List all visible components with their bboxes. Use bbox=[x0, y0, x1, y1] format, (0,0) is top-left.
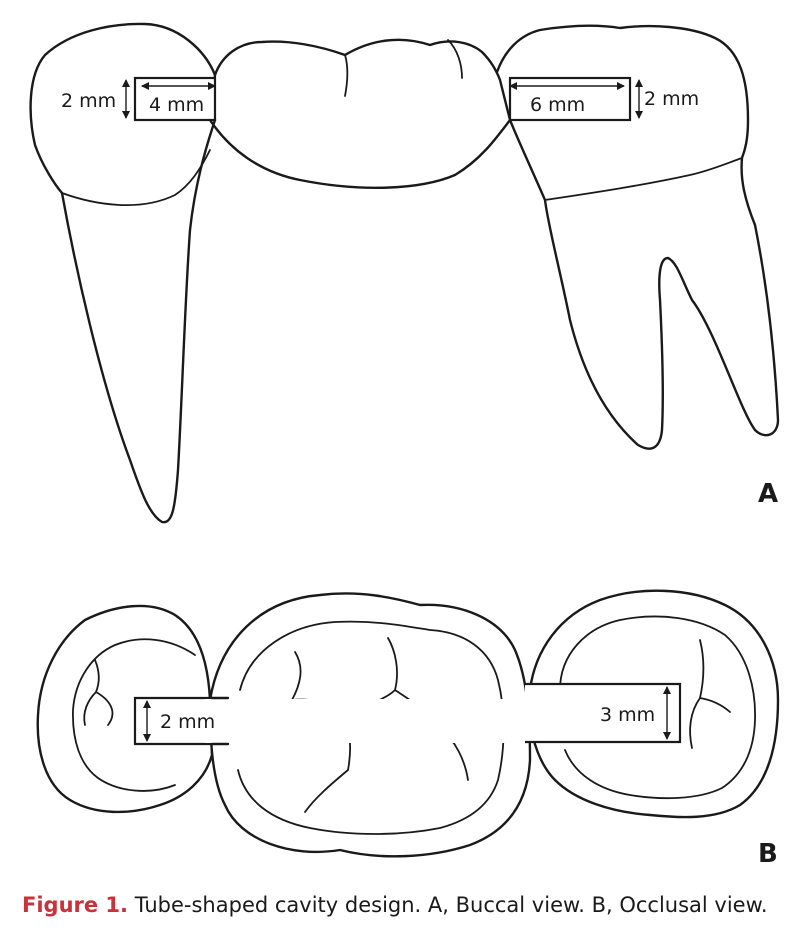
tube-cavity-right-box bbox=[525, 682, 682, 744]
left-tooth-occlusal-outline bbox=[36, 604, 214, 814]
figure-caption: Figure 1. Tube-shaped cavity design. A, … bbox=[22, 893, 768, 917]
tube-cavity-middle bbox=[205, 699, 535, 743]
middle-molar-cusp-groove-2 bbox=[447, 39, 463, 79]
left-tooth-fissure bbox=[83, 659, 114, 726]
left-tooth-occlusal-inner bbox=[72, 638, 196, 792]
b-right-height-label: 3 mm bbox=[600, 704, 655, 726]
panel-b-occlusal-view: 2 mm 3 mm B bbox=[36, 589, 780, 869]
right-molar-outline bbox=[495, 24, 780, 450]
right-molar-fissure bbox=[689, 639, 731, 749]
panel-a-label: A bbox=[758, 479, 778, 509]
right-molar-cej bbox=[544, 157, 743, 201]
middle-molar-crown bbox=[208, 38, 512, 189]
b-left-height-label: 2 mm bbox=[160, 711, 215, 733]
left-premolar-outline bbox=[29, 22, 217, 524]
middle-molar-cusp-groove-1 bbox=[344, 54, 349, 97]
panel-b-label: B bbox=[758, 839, 778, 869]
caption-text: Tube-shaped cavity design. A, Buccal vie… bbox=[134, 893, 768, 917]
left-height-label: 2 mm bbox=[61, 90, 116, 112]
right-width-label: 6 mm bbox=[530, 94, 585, 116]
right-height-label: 2 mm bbox=[644, 88, 699, 110]
left-width-label: 4 mm bbox=[149, 94, 204, 116]
figure-number: Figure 1. bbox=[22, 893, 129, 917]
left-premolar-cej bbox=[61, 149, 211, 206]
right-molar-occlusal-inner bbox=[559, 615, 756, 800]
panel-a-buccal-view: 2 mm 4 mm 6 mm 2 mm A bbox=[29, 22, 780, 524]
